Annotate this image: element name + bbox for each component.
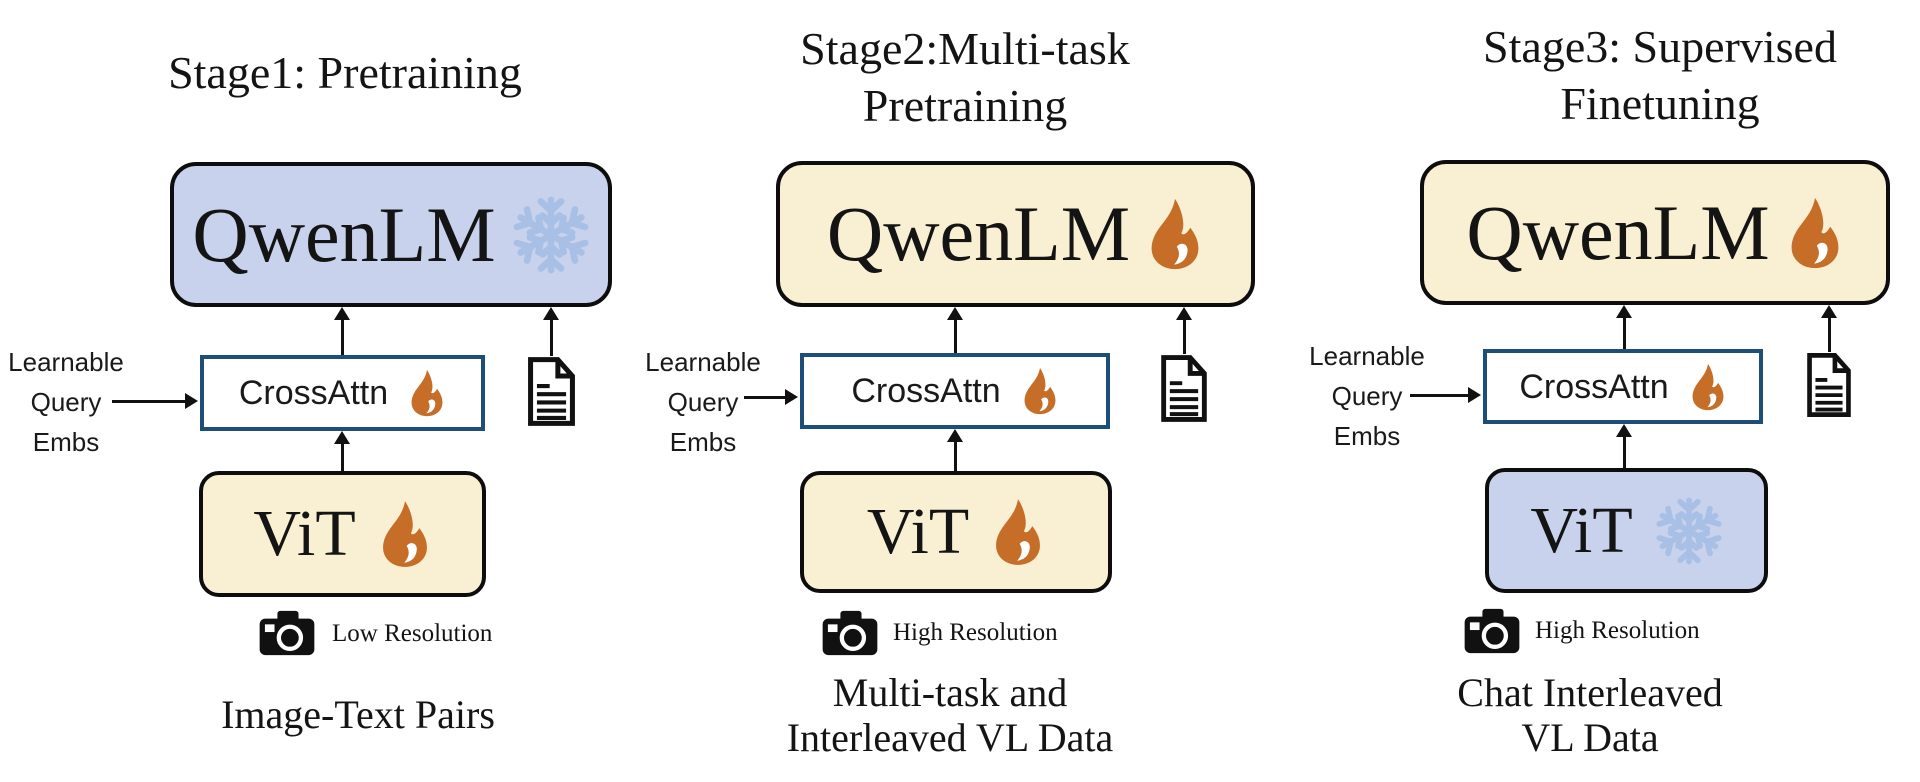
- query-label-line1: Learnable: [8, 347, 124, 377]
- stage1-qwenlm-label: QwenLM: [192, 190, 496, 278]
- data-label-line1: Image-Text Pairs: [221, 692, 495, 737]
- stage3-vit-box: ViT: [1485, 468, 1768, 593]
- stage1-title-line1: Stage1: Pretraining: [168, 47, 522, 98]
- arrow-crossattn-to-qwenlm: [1616, 305, 1632, 349]
- query-label-line2: Query: [1331, 381, 1403, 411]
- snowflake-frozen-icon: [512, 196, 590, 274]
- flame-trainable-icon: [1021, 367, 1059, 415]
- stage2-title: Stage2:Multi-task Pretraining: [765, 20, 1165, 134]
- arrow-text-to-qwenlm: [1176, 307, 1192, 354]
- flame-trainable-icon: [1786, 197, 1844, 269]
- query-label-line1: Learnable: [1309, 341, 1425, 371]
- arrow-crossattn-to-qwenlm: [334, 307, 350, 355]
- text-document-icon: [1157, 354, 1211, 423]
- arrow-text-to-qwenlm: [1821, 305, 1837, 352]
- stage1-crossattn-label: CrossAttn: [238, 374, 389, 412]
- camera-icon: [258, 609, 316, 657]
- stage1-query-embs-label: Learnable Query Embs: [6, 342, 126, 462]
- flame-trainable-icon: [378, 499, 432, 569]
- stage3-query-embs-label: Learnable Query Embs: [1307, 336, 1427, 456]
- stage2-resolution-label: High Resolution: [893, 619, 1058, 646]
- stage2-crossattn-label: CrossAttn: [851, 372, 1001, 410]
- stage3-crossattn-label: CrossAttn: [1519, 367, 1669, 406]
- stage3-vit-label: ViT: [1530, 493, 1633, 567]
- stage2-title-line2: Pretraining: [862, 80, 1068, 131]
- stage2-data-label: Multi-task and Interleaved VL Data: [750, 670, 1150, 760]
- flame-trainable-icon: [991, 497, 1045, 567]
- text-document-icon: [1803, 352, 1855, 418]
- stage1-crossattn-box: CrossAttn: [200, 355, 485, 431]
- stage2-crossattn-box: CrossAttn: [800, 353, 1110, 429]
- stage3-title-line1: Stage3: Supervised: [1483, 21, 1837, 72]
- data-label-line1: Multi-task and: [832, 670, 1068, 715]
- stage1-resolution-label: Low Resolution: [332, 620, 493, 647]
- stage1-vit-box: ViT: [199, 471, 486, 597]
- camera-icon: [821, 609, 879, 657]
- arrow-query-to-crossattn: [112, 393, 198, 409]
- stage2-query-embs-label: Learnable Query Embs: [643, 342, 763, 462]
- stage2-qwenlm-label: QwenLM: [826, 190, 1131, 277]
- stage3-qwenlm-box: QwenLM: [1420, 160, 1890, 305]
- arrow-vit-to-crossattn: [947, 429, 963, 471]
- arrow-query-to-crossattn: [744, 389, 798, 405]
- data-label-line2: Interleaved VL Data: [786, 715, 1114, 760]
- arrow-vit-to-crossattn: [334, 431, 350, 471]
- query-label-line2: Query: [667, 387, 739, 417]
- stage2-vit-label: ViT: [866, 495, 970, 568]
- stage2-vit-box: ViT: [800, 471, 1112, 593]
- stage1-data-label: Image-Text Pairs: [158, 692, 558, 737]
- query-label-line1: Learnable: [645, 347, 761, 377]
- stage1-title: Stage1: Pretraining: [145, 44, 545, 101]
- arrow-query-to-crossattn: [1410, 387, 1481, 403]
- text-document-icon: [524, 356, 579, 427]
- query-label-line2: Query: [30, 387, 102, 417]
- stage1-qwenlm-box: QwenLM: [170, 162, 612, 307]
- query-label-line3: Embs: [1333, 421, 1401, 451]
- stage3-resolution-label: High Resolution: [1535, 617, 1700, 644]
- stage2-title-line1: Stage2:Multi-task: [800, 23, 1130, 74]
- query-label-line3: Embs: [669, 427, 737, 457]
- stage2-qwenlm-box: QwenLM: [776, 161, 1255, 307]
- stage3-qwenlm-label: QwenLM: [1466, 188, 1770, 276]
- stage3-title: Stage3: Supervised Finetuning: [1460, 18, 1860, 132]
- arrow-crossattn-to-qwenlm: [947, 307, 963, 353]
- stage3-title-line2: Finetuning: [1560, 78, 1760, 129]
- camera-icon: [1463, 607, 1521, 655]
- stage1-vit-label: ViT: [253, 497, 356, 570]
- query-label-line3: Embs: [32, 427, 100, 457]
- arrow-text-to-qwenlm: [543, 307, 559, 356]
- data-label-line1: Chat Interleaved: [1457, 670, 1723, 715]
- stage3-data-label: Chat Interleaved VL Data: [1390, 670, 1790, 760]
- data-label-line2: VL Data: [1521, 715, 1659, 760]
- flame-trainable-icon: [1689, 363, 1727, 411]
- flame-trainable-icon: [408, 369, 446, 417]
- flame-trainable-icon: [1146, 198, 1204, 270]
- snowflake-frozen-icon: [1655, 497, 1723, 565]
- arrow-vit-to-crossattn: [1616, 424, 1632, 468]
- stage3-crossattn-box: CrossAttn: [1483, 349, 1763, 424]
